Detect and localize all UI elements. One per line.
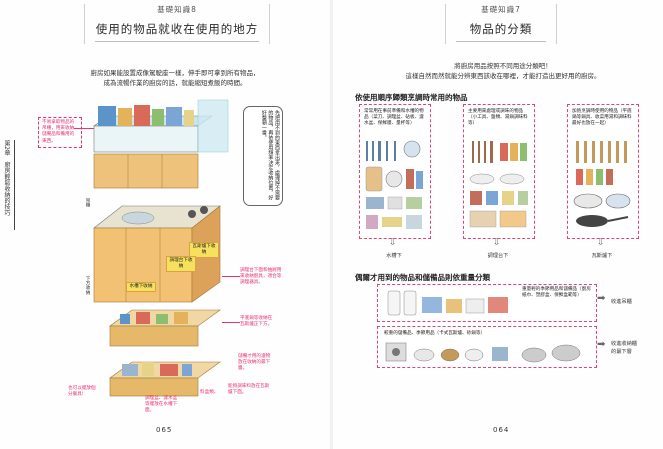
- leader-line-2: [222, 276, 240, 277]
- section2-title: 偶爾才用到的物品和儲備品則依重量分類: [355, 272, 490, 285]
- leader-line-3: [222, 322, 240, 323]
- book-gutter: [330, 0, 333, 449]
- chapter-tab: 第2章 廚房輕鬆收納的技巧: [0, 140, 15, 230]
- section1-title: 依使用順序歸類烹調時常用的物品: [355, 92, 468, 105]
- section1-text: 依使用順序歸類烹調時常用的物品: [355, 93, 468, 102]
- right-page: 基礎知識7 物品的分類 將廚房用品按照不同用途分類吧！ 這樣自然而然就能分辨東西…: [333, 0, 663, 449]
- arrow-heavy: ➡: [597, 339, 606, 350]
- upper-cabinet-label: 吊櫃: [85, 198, 90, 208]
- right-intro: 將廚房用品按照不同用途分類吧！ 這樣自然而然就能分辨東西該收在哪裡，才能打造出更…: [373, 61, 633, 81]
- heavy-items-desc: 較重的儲備品、季節用品（卡式瓦斯爐、砂鍋等）: [384, 331, 486, 336]
- stove-tools-icon: [573, 141, 631, 227]
- right-title: 物品的分類: [469, 22, 533, 36]
- heavy-items-icon: [385, 342, 581, 363]
- counter-tools-icon: [469, 141, 528, 228]
- header-rule-right: [456, 41, 546, 42]
- arrow-stove: ⇩: [597, 238, 605, 248]
- left-intro: 廚房如果能設置成像駕駛座一樣，伸手即可拿到所有物品， 成為流暢作業的廚房的話，就…: [50, 68, 300, 88]
- arrow-sink: ⇩: [389, 238, 397, 248]
- dest-upper-cabinet: 收進吊櫃: [611, 299, 632, 305]
- sink-tools-icon: [365, 140, 423, 229]
- leader-line-1: [74, 128, 94, 129]
- tag-counter: 調理台下收納: [166, 256, 196, 272]
- card-stove-desc: 加熱烹調時使用的物品（平底鍋等鍋具、收菜用湯和調味料最好也放在一起）: [572, 109, 632, 127]
- right-page-number: 064: [493, 426, 510, 434]
- card-sink-desc: 常常用在事前準備和水槽的物品（菜刀、調理盆、砧板、濾水盆、保鮮膜、量杯等）: [364, 109, 424, 127]
- header-rule: [95, 41, 259, 42]
- note-tableware: 也可以擺放個分餐具!: [68, 386, 96, 398]
- card-sink: 常常用在事前準備和水槽的物品（菜刀、調理盆、砧板、濾水盆、保鮮膜、量杯等）: [359, 104, 431, 239]
- left-intro-line-2: 成為流暢作業的廚房的話，就能縮短煮飯的時間。: [103, 79, 247, 87]
- chapter-tab-text: 第2章 廚房輕鬆收納的技巧: [3, 140, 10, 216]
- label-counter: 調理台下: [487, 253, 509, 259]
- card-counter-desc: 主要用來處理或調味的物品（小工具、盤類、湯鍋調味料等）: [468, 109, 528, 127]
- card-stove: 加熱烹調時使用的物品（平底鍋等鍋具、收菜用湯和調味料最好也放在一起）: [567, 104, 639, 239]
- left-page-number: 065: [156, 426, 173, 434]
- label-sink: 水槽下: [386, 253, 402, 259]
- note-containers: 料盒類。: [200, 390, 219, 395]
- tag-stove: 瓦斯爐下收納: [189, 242, 219, 258]
- heavy-items-card: 較重的儲備品、季節用品（卡式瓦斯爐、砂鍋等）: [377, 326, 597, 368]
- light-items-card: 重量輕的季節用品和儲備品（廚房紙巾、塑膠盒、保鮮盒範等）: [377, 284, 597, 322]
- note-bottom: 儲備才用的濾物放在收納的最下層。: [238, 354, 271, 372]
- dest-bottom-shelf: 收進收納櫃的最下層: [611, 341, 637, 355]
- tag-sink: 水槽下收納: [126, 282, 156, 292]
- section2-text: 偶爾才用到的物品和儲備品則依重量分類: [355, 273, 490, 282]
- advice-bubble: 先把用不到的東西拿出來，處理掉不需要的物品，再依使用頻率決定收納位置，好好整頓一…: [243, 106, 283, 206]
- note-upper-cabinet: 不易拿取物品的吊櫃，用來收納儲備品和備用的東西。: [38, 117, 82, 148]
- arrow-counter: ⇩: [493, 238, 501, 248]
- right-intro-line-2: 這樣自然而然就能分辨東西該收在哪裡，才能打造出更好用的廚房。: [405, 72, 601, 80]
- left-header: 基礎知識8 使用的物品就收在使用的地方: [84, 4, 270, 44]
- note-sink: 調理盆、濾水盆等擺放在水槽下面。: [145, 396, 178, 414]
- right-header: 基礎知識7 物品的分類: [445, 4, 557, 44]
- right-intro-line-1: 將廚房用品按照不同用途分類吧！: [454, 62, 552, 70]
- note-counter: 調理台下面和抽屜用來收納廚具，適合等調理器具。: [240, 268, 282, 286]
- card-counter: 主要用來處理或調味的物品（小工具、盤類、湯鍋調味料等）: [463, 104, 535, 239]
- lower-storage-label: 下方收納: [85, 276, 90, 295]
- right-kicker: 基礎知識7: [481, 5, 521, 14]
- left-page: 基礎知識8 使用的物品就收在使用的地方 廚房如果能設置成像駕駛座一樣，伸手即可拿…: [0, 0, 330, 449]
- light-items-desc: 重量輕的季節用品和儲備品（廚房紙巾、塑膠盒、保鮮盒範等）: [522, 287, 591, 299]
- note-stove: 平底鍋等收納在瓦斯爐正下方。: [240, 316, 273, 328]
- label-stove: 瓦斯爐下: [591, 253, 613, 259]
- left-kicker: 基礎知識8: [157, 5, 197, 14]
- light-items-icon: [387, 290, 508, 316]
- note-seasoning: 能夠調味料放在瓦斯爐下面。: [228, 384, 270, 396]
- arrow-light: ➡: [597, 293, 606, 304]
- left-title: 使用的物品就收在使用的地方: [95, 22, 259, 36]
- left-intro-line-1: 廚房如果能設置成像駕駛座一樣，伸手即可拿到所有物品，: [90, 69, 260, 77]
